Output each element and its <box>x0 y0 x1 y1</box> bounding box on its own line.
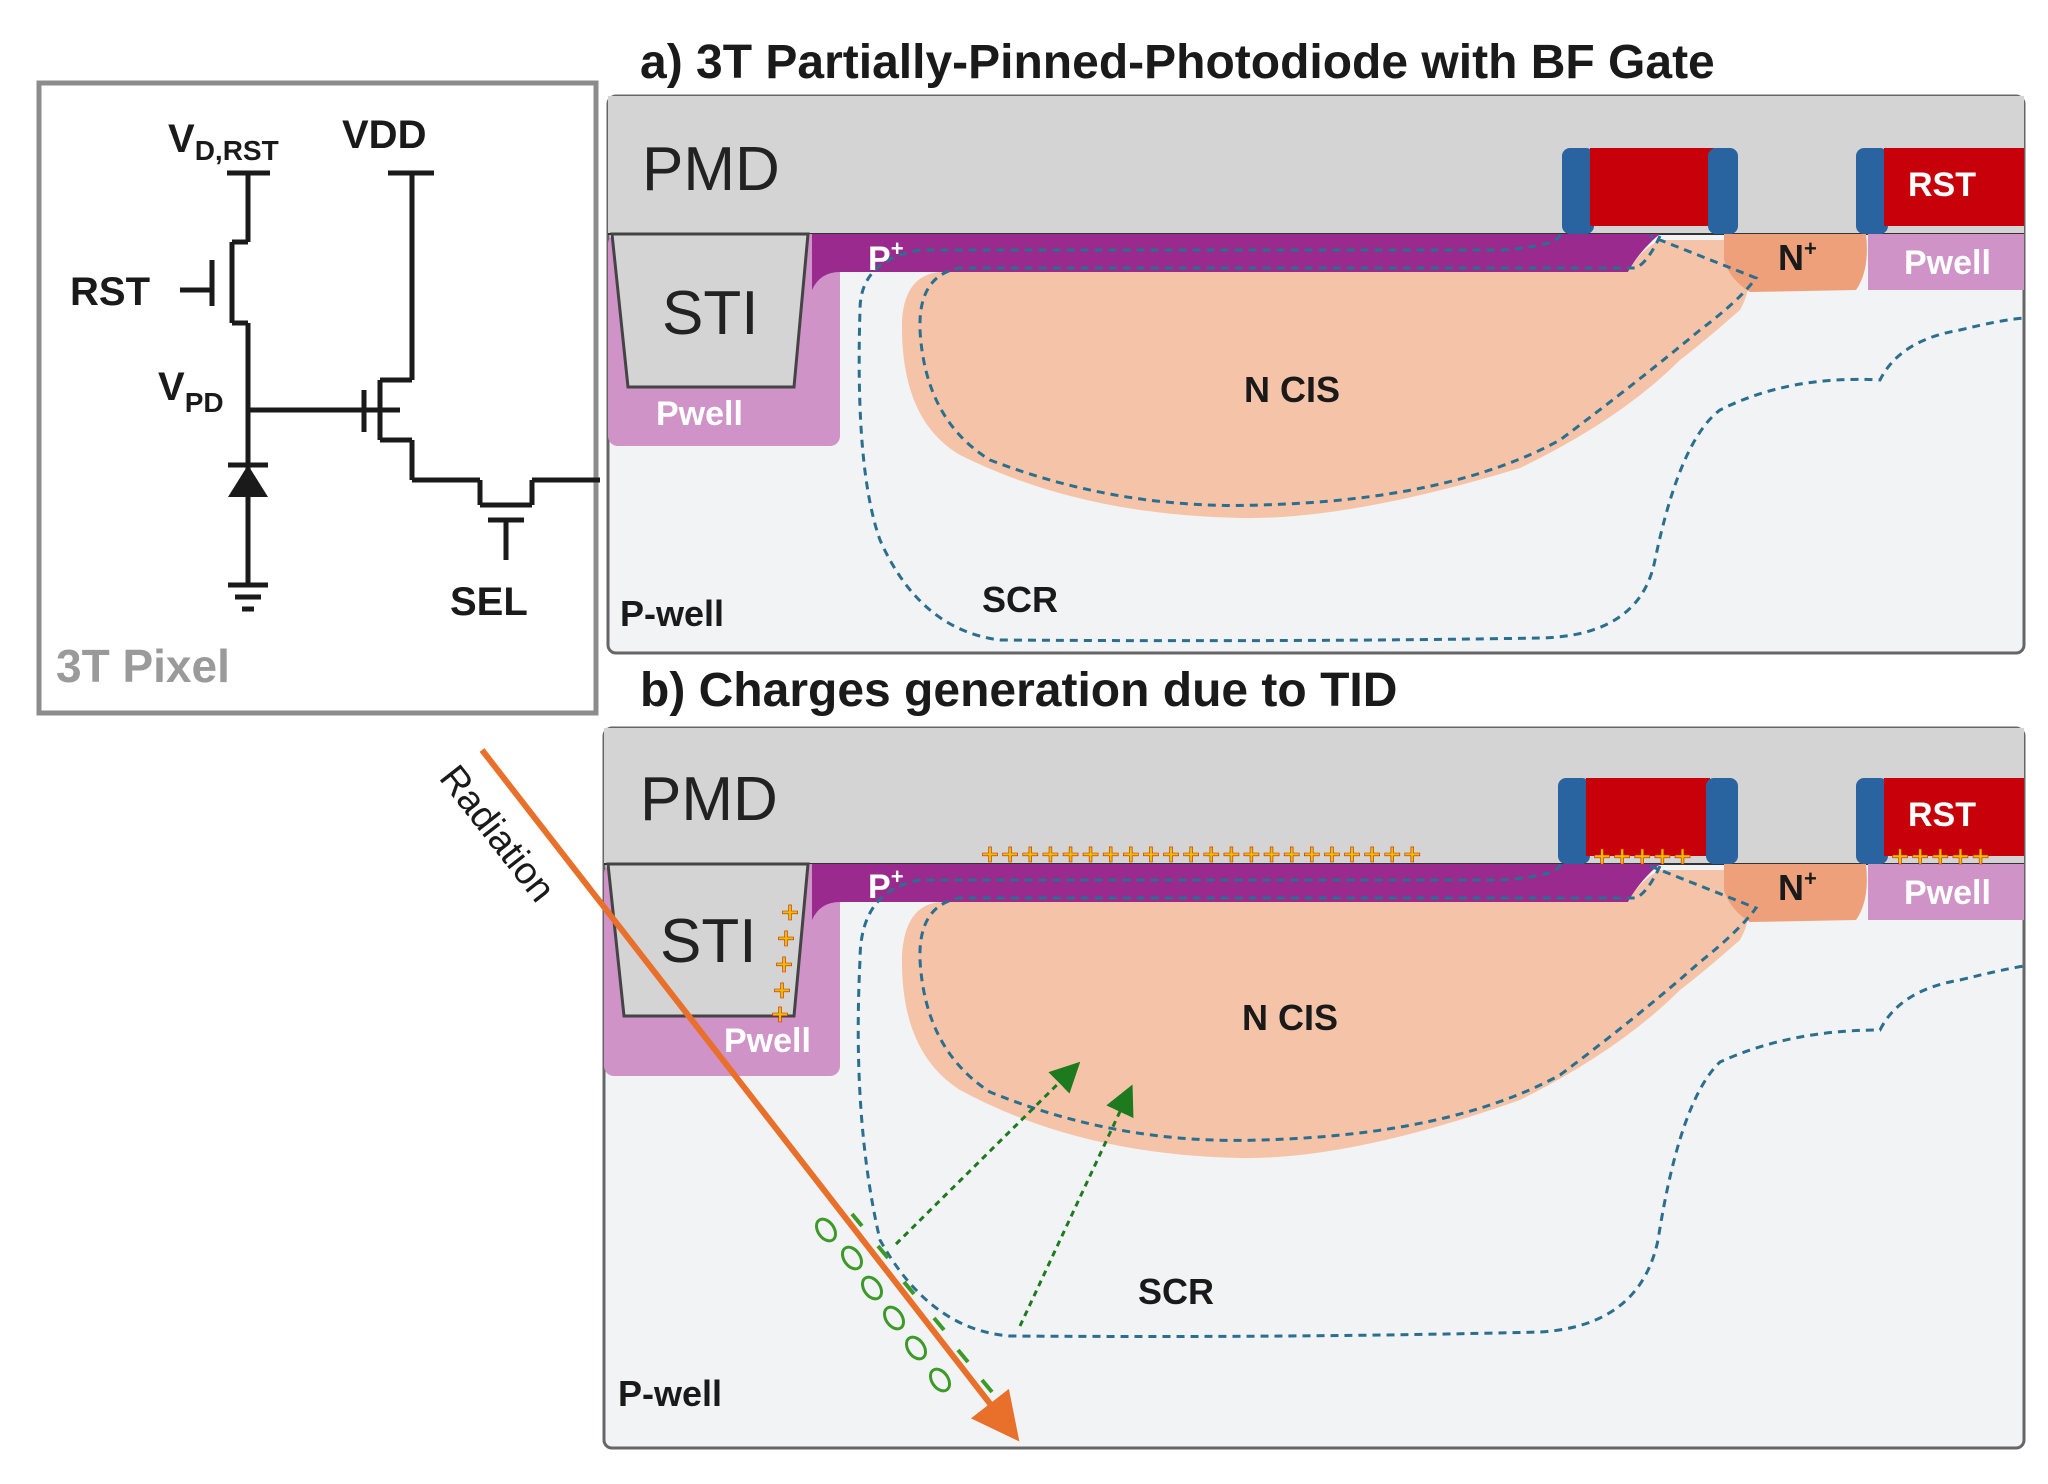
rst-label: RST <box>70 270 150 314</box>
svg-text:+: + <box>774 950 794 978</box>
panel-b-pmd <box>604 728 2024 864</box>
panel-a-pmd-label: PMD <box>642 135 780 204</box>
panel-b-bf-gate-spacer-left <box>1558 778 1590 864</box>
vd-rst-label: VD,RST <box>168 117 279 166</box>
panel-a-n-plus <box>1724 234 1867 292</box>
sel-label: SEL <box>450 580 528 624</box>
radiation-label: Radiation <box>431 758 563 910</box>
radiation-arrow <box>479 748 1020 1442</box>
panel-b-cross-section: ++++++++++++++++++++++ +++++ +++++ + + +… <box>602 726 2026 1450</box>
panel-a-title: a) 3T Partially-Pinned-Photodiode with B… <box>640 36 1715 89</box>
circuit-frame <box>36 80 599 716</box>
panel-a-rst-spacer <box>1856 148 1888 234</box>
panel-b-pmd-label: PMD <box>640 765 778 834</box>
charge-drift-arrow-1 <box>894 1061 1081 1246</box>
svg-text:+: + <box>770 1000 790 1028</box>
panel-a-rst-gate <box>1884 148 2024 226</box>
panel-a-scr-label: SCR <box>982 579 1058 620</box>
panel-a-sti <box>610 232 810 389</box>
panel-b-rst-spacer <box>1856 778 1888 864</box>
panel-b-title: b) Charges generation due to TID <box>640 664 1397 717</box>
panel-b-rst-label: RST <box>1908 796 1976 834</box>
pixel-caption: 3T Pixel <box>56 640 230 692</box>
vpd-label: VPD <box>158 365 224 418</box>
trapped-charges-rst: +++++ <box>1890 842 1991 870</box>
panel-b-p-plus-label: P+ <box>868 864 904 906</box>
panel-a-pwell-right <box>1868 234 2024 290</box>
panel-a-bf-gate-spacer-right <box>1708 148 1738 234</box>
panel-a-n-cis-label: N CIS <box>1244 369 1340 410</box>
vdd-label: VDD <box>342 113 426 157</box>
panel-a-scr-outer <box>857 233 2025 643</box>
panel-a-pwell-sti-label: Pwell <box>656 395 743 433</box>
panel-a-n-plus-label: N+ <box>1778 236 1817 278</box>
ground-icon <box>228 582 268 612</box>
panel-b-p-plus <box>812 864 1660 920</box>
panel-b-n-cis-label: N CIS <box>1242 997 1338 1038</box>
panel-a-pmd <box>608 96 2024 234</box>
panel-a-p-plus <box>812 234 1660 290</box>
trapped-charges-sti: + + + + + <box>770 898 801 1029</box>
panel-a-bf-gate <box>1590 148 1714 226</box>
panel-b-pwell-right-label: Pwell <box>1904 874 1991 912</box>
panel-b-scr-inner <box>918 864 1759 1142</box>
trapped-charges-bf-gate: +++++ <box>1592 842 1693 870</box>
panel-b-n-plus <box>1724 864 1867 922</box>
panel-b-scr-label: SCR <box>1138 1271 1214 1312</box>
svg-text:+: + <box>776 924 796 952</box>
svg-text:+: + <box>780 898 800 926</box>
svg-text:+: + <box>772 976 792 1004</box>
panel-b-pwell-right <box>1868 864 2024 920</box>
panel-a-rst-label: RST <box>1908 166 1976 204</box>
generated-electrons <box>850 1212 994 1394</box>
panel-b-scr-outer <box>856 863 2025 1338</box>
panel-a-pwell-right-label: Pwell <box>1904 244 1991 282</box>
panel-a-p-plus-label: P+ <box>868 236 904 278</box>
panel-b-pwell-sti-label: Pwell <box>724 1022 811 1060</box>
trapped-charges-oxide: ++++++++++++++++++++++ <box>980 840 1422 868</box>
panel-a-sti-label: STI <box>662 279 758 348</box>
panel-a-n-cis <box>901 240 1749 519</box>
panel-b-sti-label: STI <box>660 907 756 976</box>
panel-b-p-well-label: P-well <box>618 1373 722 1414</box>
circuit-3t-pixel: VD,RST VDD RST VPD SEL 3T Pixel <box>36 80 600 716</box>
panel-a-scr-inner <box>918 234 1759 507</box>
panel-b-bf-gate <box>1586 778 1710 856</box>
panel-b-n-plus-label: N+ <box>1778 866 1817 908</box>
panel-a-cross-section: PMD STI Pwell P+ N CIS N+ Pwell RST SCR … <box>606 94 2026 655</box>
panel-b-rst-gate <box>1884 778 2024 856</box>
panel-b-bf-gate-spacer-right <box>1706 778 1738 864</box>
panel-a-bf-gate-spacer-left <box>1562 148 1594 234</box>
panel-a-p-well-label: P-well <box>620 593 724 634</box>
generated-holes <box>814 1217 952 1393</box>
